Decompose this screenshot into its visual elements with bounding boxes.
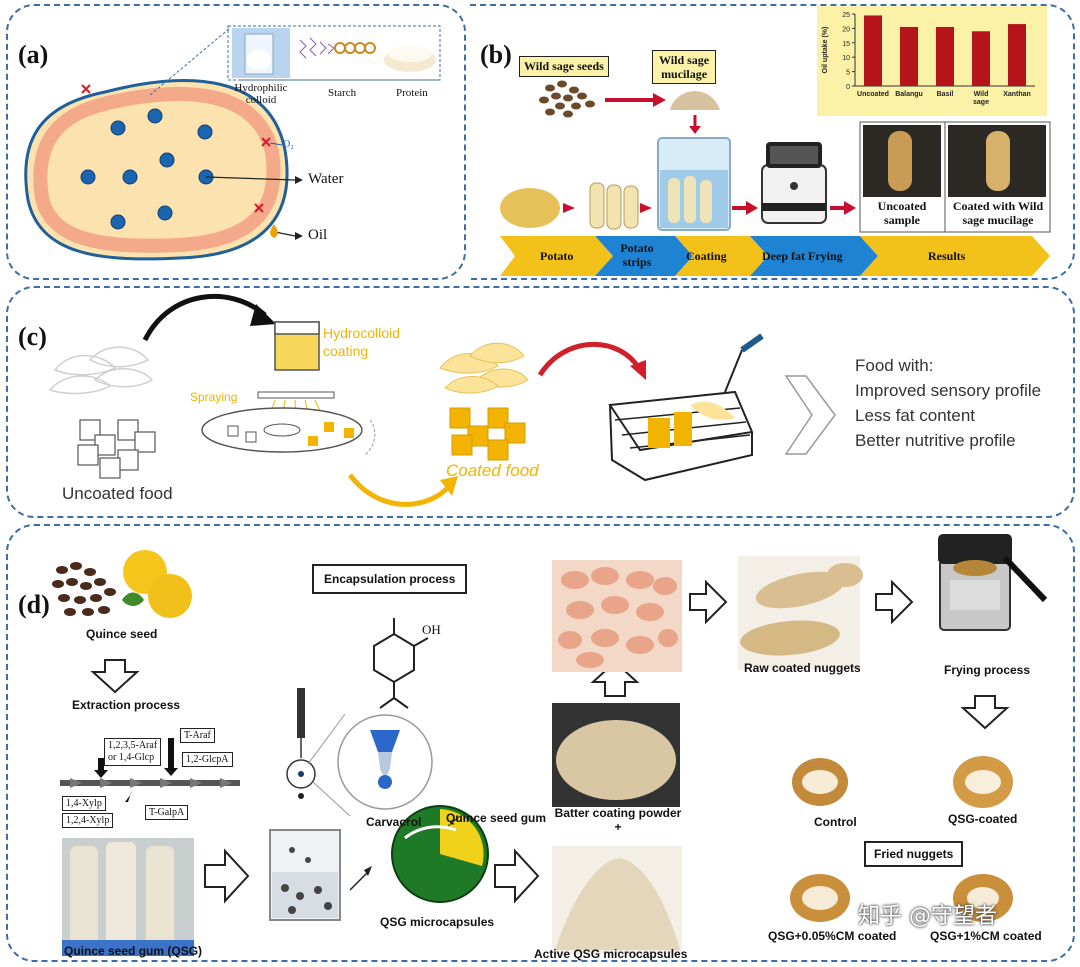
extraction-process-label: Extraction process [72, 698, 181, 712]
step-results: Results [928, 249, 966, 263]
sugar-t-araf-label: T-Araf [180, 728, 215, 743]
qsg-005-label: QSG+0.05%CM coated [768, 929, 897, 943]
benefit-sensory: Improved sensory profile [855, 381, 1042, 400]
sugar-glcpa-label: 1,2-GlcpA [182, 752, 233, 767]
bar-uncoated [864, 15, 882, 86]
process-illustration-d [52, 534, 1048, 956]
sugar-xylp-label: 1,4-Xylp [62, 796, 106, 811]
panel-d [6, 524, 1075, 962]
food-with-heading: Food with: [855, 356, 934, 375]
bar-wild-sage [972, 31, 990, 87]
mucilage-line-2: mucilage [661, 67, 708, 81]
process-illustration-c [48, 293, 836, 507]
raw-nuggets-label: Raw coated nuggets [744, 661, 861, 675]
y-tick-label: 20 [842, 26, 850, 33]
panel-a-label: (a) [18, 40, 49, 69]
benefit-fat: Less fat content [855, 406, 976, 425]
hydrophilic-colloid-label: Hydrophilic colloid [234, 82, 288, 106]
bar-balangu [900, 26, 918, 86]
bar-basil [936, 26, 954, 86]
hydrocolloid-coating-label: Hydrocolloid coating [323, 324, 400, 360]
batter-line-1: Batter coating powder [554, 806, 682, 820]
qsg-microcapsules-label: QSG microcapsules [380, 915, 495, 929]
process-illustration-b [500, 80, 1051, 276]
uncoated-sample-label: Uncoated sample [862, 199, 942, 227]
watermark: 知乎 @守望者 [858, 904, 997, 929]
sugar-line-1: 1,2,3,5-Araf [108, 740, 158, 751]
frying-process-label: Frying process [944, 663, 1031, 677]
o2-label: O₂ [283, 139, 294, 150]
wild-sage-seeds-label: Wild sage seeds [519, 56, 609, 77]
y-tick-label: 15 [842, 41, 850, 48]
control-label: Control [814, 815, 857, 829]
y-tick-label: 5 [846, 70, 850, 77]
step-potato-strips: Potato strips [620, 241, 654, 269]
protein-label: Protein [396, 87, 428, 99]
step-deep-fat-frying: Deep fat Frying [762, 249, 843, 263]
sugar-line-2: or 1,4-Glcp [108, 752, 155, 763]
quince-seed-label: Quince seed [86, 627, 158, 641]
qsg-label: Quince seed gum (QSG) [64, 944, 203, 958]
quince-seed-gum-label: Quince seed gum [446, 811, 547, 825]
fried-nuggets-label: Fried nuggets [864, 841, 964, 867]
sugar-araf-label: 1,2,3,5-Araf or 1,4-Glcp [104, 738, 162, 766]
panel-b [470, 4, 1075, 280]
sugar-124-xylp-label: 1,2,4-Xylp [62, 813, 114, 828]
panel-d-label: (d) [18, 590, 50, 619]
hydrocolloid-line-1: Hydrocolloid [323, 325, 401, 341]
hydrocolloid-line-2: coating [323, 343, 369, 359]
benefit-nutritive: Better nutritive profile [855, 431, 1016, 450]
y-axis-label: Oil uptake (%) [822, 27, 829, 74]
coated-line-2: sage mucilage [962, 213, 1034, 227]
y-tick-label: 0 [846, 84, 850, 91]
x-tick-label: Wild [974, 91, 989, 98]
batter-line-2: + [614, 820, 622, 834]
panel-a [6, 4, 466, 280]
x-tick-label: Xanthan [1003, 91, 1031, 98]
starch-label: Starch [328, 87, 357, 99]
oil-label: Oil [308, 227, 328, 243]
y-tick-label: 10 [842, 55, 850, 62]
x-tick-label: Uncoated [857, 91, 889, 98]
active-qsg-label: Active QSG microcapsules [534, 947, 688, 961]
coated-line-1: Coated with Wild [952, 199, 1044, 213]
water-label: Water [308, 171, 344, 187]
wild-sage-mucilage-label: Wild sage mucilage [652, 50, 717, 84]
uncoated-line-1: Uncoated [877, 199, 927, 213]
carvacrol-label: Carvacrol [366, 815, 422, 829]
step-coating: Coating [686, 249, 727, 263]
step-potato: Potato [540, 249, 574, 263]
cell-diagram [24, 25, 441, 261]
panel-b-label: (b) [480, 40, 512, 69]
x-tick-label-line-2: sage [973, 99, 989, 106]
spraying-label: Spraying [190, 390, 238, 404]
panel-c [6, 286, 1075, 518]
uncoated-food-label: Uncoated food [62, 484, 173, 503]
qsg-coated-label: QSG-coated [948, 812, 1018, 826]
uncoated-line-2: sample [884, 213, 920, 227]
coated-sample-label: Coated with Wild sage mucilage [946, 199, 1050, 227]
mucilage-line-1: Wild sage [659, 53, 710, 67]
panel-c-label: (c) [18, 322, 47, 351]
x-tick-label: Balangu [895, 91, 923, 98]
sugar-galpa-label: T-GalpA [145, 805, 189, 820]
x-tick-label: Basil [937, 91, 954, 98]
y-tick-label: 25 [842, 12, 850, 19]
oh-label: OH [422, 622, 441, 637]
batter-coating-label: Batter coating powder + [548, 806, 688, 834]
qsg-1-label: QSG+1%CM coated [930, 929, 1042, 943]
coated-food-label: Coated food [446, 461, 539, 480]
bar-xanthan [1008, 24, 1026, 86]
encapsulation-process-label: Encapsulation process [312, 564, 468, 594]
